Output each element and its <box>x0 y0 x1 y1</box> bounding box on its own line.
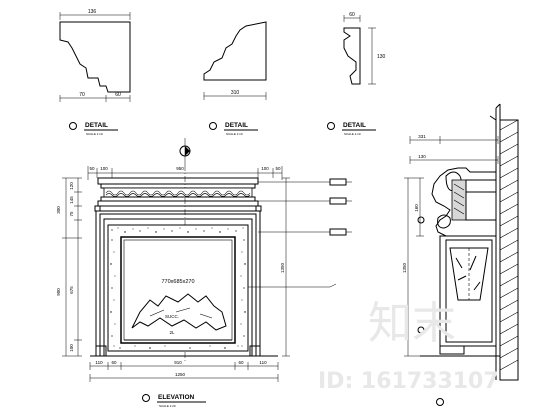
frieze-bottom-molding <box>100 196 256 202</box>
wall-hatch <box>499 119 519 371</box>
detail-3-top-dim: 60 <box>349 12 355 18</box>
section-callout-a <box>417 216 425 224</box>
detail-2-title: DETAIL <box>225 122 248 129</box>
carved-frieze <box>103 187 253 198</box>
elev-left-dim-6: 675 <box>69 286 74 294</box>
elev-left-dim-2: 120 <box>69 182 74 190</box>
section-left-dim-1: 160 <box>414 204 419 212</box>
elev-bottom-dim-1: 110 <box>95 360 103 365</box>
elev-left-dim-7: 100 <box>69 344 74 352</box>
watermark-id: ID: 161733107 <box>318 369 499 394</box>
detail-2-callout-circle <box>209 122 217 130</box>
elev-top-dim-4: 100 <box>261 166 269 171</box>
elev-bottom-dim-2: 60 <box>111 360 117 365</box>
detail-1: 136 70 60 DETAIL SCALE 1:10 <box>59 9 131 136</box>
elev-overall-width: 1250 <box>175 372 186 377</box>
detail-1-profile <box>59 21 131 93</box>
elevation-callout-circle <box>142 394 150 402</box>
detail-3-title: DETAIL <box>343 122 366 129</box>
detail-3-side-dim: 130 <box>377 54 386 60</box>
detail-1-scale: SCALE 1:10 <box>86 132 103 136</box>
detail-3-scale: SCALE 1:10 <box>344 132 361 136</box>
fire-logs <box>131 293 227 331</box>
fireplace-elevation: 50 100 950 100 50 <box>56 138 290 408</box>
detail-2-scale: SCALE 1:10 <box>226 132 243 136</box>
detail-2-profile <box>203 21 267 81</box>
section-mantel-profile <box>431 167 496 237</box>
elev-top-dim-2: 100 <box>100 166 108 171</box>
elev-right-dim: 1350 <box>280 262 285 273</box>
detail-3-profile <box>343 27 361 85</box>
section-left-dim-2: 1350 <box>402 262 407 273</box>
firebox-opening <box>120 236 236 344</box>
section-callout-c <box>436 398 444 406</box>
detail-1-top-dim: 136 <box>88 9 97 15</box>
frieze-base <box>97 200 259 207</box>
elevation-scale: SCALE 1:20 <box>159 404 176 408</box>
stone-speckle <box>110 227 246 349</box>
detail-3: 60 130 DETAIL SCALE 1:10 <box>327 12 386 136</box>
mantel-crown <box>100 183 256 189</box>
detail-1-title: DETAIL <box>85 122 108 129</box>
elev-bottom-dim-5: 110 <box>259 360 267 365</box>
firebox-note: SUCC. <box>165 314 179 319</box>
elev-left-dim-4: 75 <box>69 211 74 217</box>
section-top-dim-2: 130 <box>418 154 426 159</box>
fireplace-section: 331 130 160 1350 <box>402 103 519 406</box>
watermark-logo: 知末 <box>368 298 456 349</box>
section-firebox <box>449 247 489 301</box>
detail-3-callout-circle <box>327 122 335 130</box>
detail-1-callout-circle <box>69 122 77 130</box>
section-callout-b <box>417 326 425 334</box>
elev-top-dim-3: 950 <box>176 166 184 171</box>
detail-1-bottom-dim-a: 70 <box>79 92 85 98</box>
elev-top-dim-5: 50 <box>275 166 281 171</box>
elev-left-dim-1: 300 <box>56 206 61 214</box>
section-top-dim-1: 331 <box>418 134 426 139</box>
detail-2: 310 DETAIL SCALE 1:10 <box>203 21 267 136</box>
elev-left-dim-5: 900 <box>56 288 61 296</box>
detail-1-bottom-dim-b: 60 <box>115 92 121 98</box>
mantel-shelf <box>97 177 259 185</box>
elev-top-dim-1: 50 <box>89 166 95 171</box>
section-body <box>439 235 497 347</box>
elev-left-dim-3: 145 <box>69 196 74 204</box>
detail-leaders <box>248 178 352 288</box>
elev-bottom-dim-3: 910 <box>174 360 182 365</box>
detail-2-bottom-dim: 310 <box>231 90 240 96</box>
firebox-size-label: 770x685x270 <box>161 279 194 285</box>
watermark: 知末 ID: 161733107 <box>318 298 499 394</box>
firebox-note-2: 2L <box>169 330 175 335</box>
elev-bottom-dim-4: 60 <box>238 360 244 365</box>
elevation-title: ELEVATION <box>158 394 195 401</box>
